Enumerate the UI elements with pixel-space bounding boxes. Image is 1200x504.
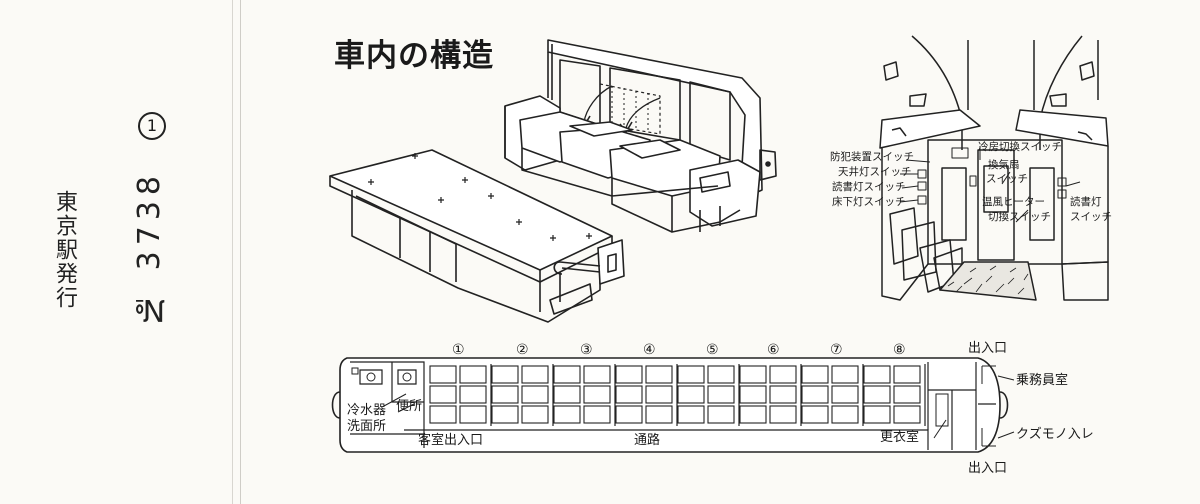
perforation-line (240, 0, 241, 504)
label-entrance-bottom: 出入口 (968, 461, 1007, 476)
label-reading-light-right: 読書灯 (1070, 195, 1102, 208)
seat (553, 385, 581, 404)
seat (677, 405, 705, 424)
car-interior-illustration (879, 35, 1109, 301)
seat (645, 385, 673, 404)
perforation-line (232, 0, 233, 504)
seat (801, 365, 829, 384)
seat (553, 365, 581, 384)
bay-number-6: ⑥ (767, 342, 780, 358)
seat (429, 365, 457, 384)
seat (583, 385, 611, 404)
seat (583, 365, 611, 384)
label-cooling-switch: 冷房切換スイッチ (978, 140, 1062, 153)
seat (429, 405, 457, 424)
seat (429, 385, 457, 404)
seat (491, 385, 519, 404)
seat (677, 385, 705, 404)
seat (893, 405, 921, 424)
interior-label-group: 防犯装置スイッチ 天井灯スイッチ 読書灯スイッチ 床下灯スイッチ 冷房切換スイッ… (830, 140, 1112, 223)
seat (801, 405, 829, 424)
seat (893, 365, 921, 384)
label-underfloor-light-switch: 床下灯スイッチ (832, 195, 906, 208)
seat (831, 385, 859, 404)
label-reading-light-right-switch: スイッチ (1070, 211, 1112, 223)
label-aisle: 通路 (634, 432, 660, 448)
seat (677, 365, 705, 384)
label-warm-air-heater: 温風ヒーター (982, 196, 1045, 208)
bay-number-3: ③ (580, 342, 593, 358)
label-entrance-top: 出入口 (968, 341, 1007, 356)
label-reading-light-switch-left: 読書灯スイッチ (832, 180, 906, 193)
table-illustration (329, 149, 625, 323)
issuer-text: 東京駅発行 (52, 190, 77, 310)
seat (491, 365, 519, 384)
seat (769, 385, 797, 404)
seat (707, 385, 735, 404)
label-cabin-entrance: 客室出入口 (418, 432, 483, 448)
seat (553, 405, 581, 424)
seat (769, 405, 797, 424)
label-toilet: 便所 (396, 399, 422, 414)
bay-number-7: ⑦ (830, 342, 843, 358)
seat (707, 405, 735, 424)
seat (521, 385, 549, 404)
bay-number-2: ② (516, 342, 529, 358)
seat (831, 365, 859, 384)
seat (739, 385, 767, 404)
label-conductor-room: 乗務員室 (1016, 372, 1068, 388)
seat (521, 405, 549, 424)
seat (615, 365, 643, 384)
label-ventilation-fan: 換気扇 (988, 158, 1020, 171)
label-washroom: 洗面所 (347, 419, 386, 434)
seat (491, 405, 519, 424)
bay-number-8: ⑧ (893, 342, 906, 358)
page-title: 車内の構造 (334, 38, 494, 74)
seat (863, 405, 891, 424)
label-heater-switch: 切換スイッチ (988, 211, 1051, 223)
seat (459, 385, 487, 404)
stub-circle-number: 1 (138, 112, 166, 140)
seat (615, 405, 643, 424)
seat (707, 365, 735, 384)
seat (645, 365, 673, 384)
label-waste-box: クズモノ入レ (1016, 426, 1094, 442)
seat (583, 405, 611, 424)
label-ceiling-light-switch: 天井灯スイッチ (838, 165, 912, 178)
seat (459, 365, 487, 384)
three-seat-sofa-illustration (504, 39, 777, 233)
seat (459, 405, 487, 424)
seat (521, 365, 549, 384)
bay-number-4: ④ (643, 342, 656, 358)
label-dressing-room: 更衣室 (880, 429, 919, 445)
seat (893, 385, 921, 404)
seat (863, 365, 891, 384)
seat (645, 405, 673, 424)
label-ventilation-switch: スイッチ (986, 173, 1028, 185)
label-water-cooler: 冷水器 (347, 403, 386, 418)
seat (801, 385, 829, 404)
seat (769, 365, 797, 384)
seat (739, 405, 767, 424)
label-crime-prevention-switch: 防犯装置スイッチ (830, 150, 914, 163)
bay-number-1: ① (452, 342, 465, 358)
floor-plan-labels: ① ② ③ ④ ⑤ ⑥ ⑦ ⑧ 出入口 出入口 乗務員室 クズモノ入レ 更衣室 通路 客室出入… (347, 341, 1094, 476)
seat-rows (429, 364, 926, 426)
bay-number-5: ⑤ (706, 342, 719, 358)
seat (863, 385, 891, 404)
seat (831, 405, 859, 424)
seat (739, 365, 767, 384)
seat (615, 385, 643, 404)
